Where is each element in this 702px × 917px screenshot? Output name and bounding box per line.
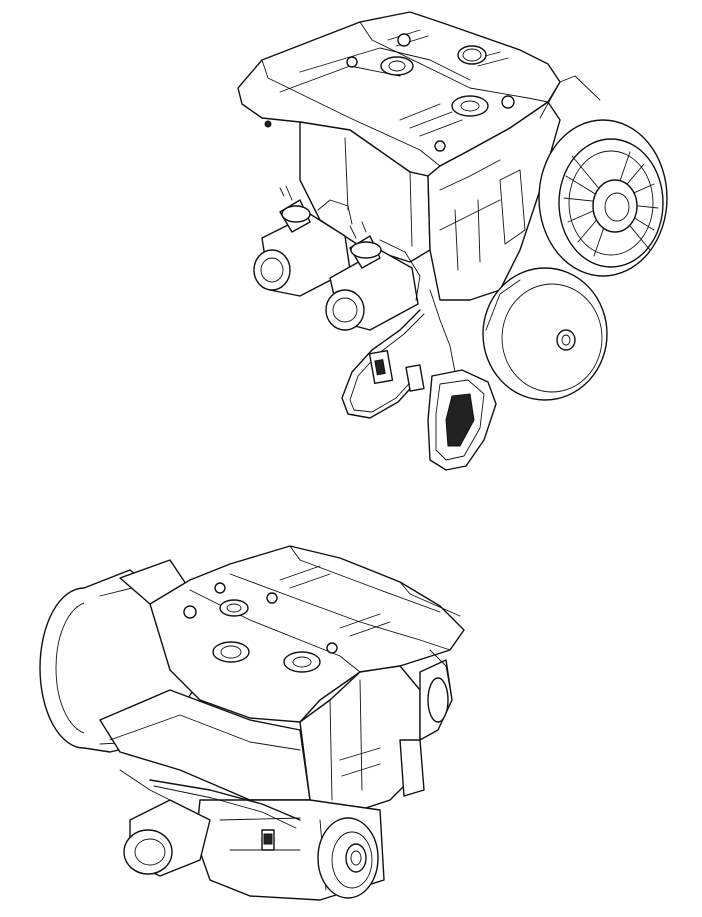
spark-plug-wells — [264, 33, 515, 152]
wiring-harness — [149, 779, 301, 851]
intake-duct — [427, 369, 497, 471]
magneto-cover — [317, 817, 379, 899]
engine-view-exhaust-side — [39, 545, 465, 901]
wiring-harness — [341, 289, 456, 419]
fan-cover — [538, 75, 668, 277]
engine-view-intake-side — [237, 11, 668, 471]
engine-block — [299, 101, 561, 301]
carburetors — [253, 185, 421, 331]
magneto-cover — [482, 267, 608, 401]
engine-block — [99, 665, 425, 821]
intake-port — [419, 649, 453, 741]
exhaust-outlet — [119, 769, 211, 877]
cylinder-head-cover — [149, 545, 465, 723]
